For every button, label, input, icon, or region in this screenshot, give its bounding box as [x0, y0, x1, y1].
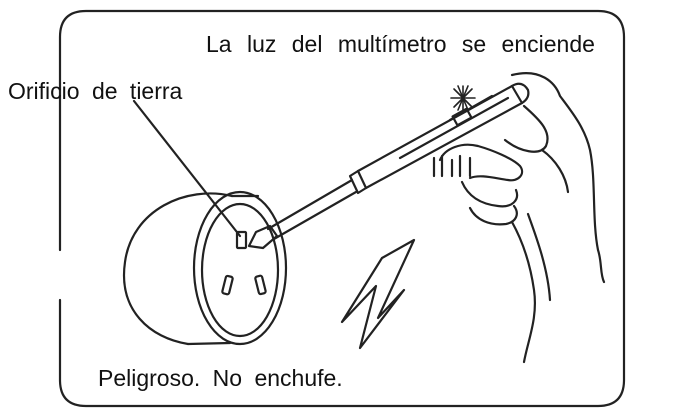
hand-knuckle: [540, 148, 570, 194]
socket-back-rim: [122, 192, 234, 346]
pen-cap: [510, 82, 530, 105]
socket-bottom-edge: [186, 341, 232, 346]
ground-hole-leader: [132, 99, 242, 238]
hand-palm: [510, 220, 536, 364]
pen-shaft-bottom: [272, 190, 358, 241]
light-on-label: La luz del multímetro se enciende: [206, 31, 595, 57]
hand: [432, 72, 606, 364]
pen-collar: [348, 169, 368, 195]
ground-hole: [235, 230, 248, 250]
socket-face-inner: [200, 202, 280, 338]
hand-outline: [510, 72, 606, 284]
warning-label: Peligroso. No enchufe.: [98, 365, 343, 391]
pen-body-line: [398, 96, 510, 160]
hand-thumb: [503, 104, 549, 153]
hand-index-finger: [438, 143, 524, 182]
diagram-frame: [58, 9, 626, 408]
hand-finger-joints: [432, 154, 472, 178]
ground-hole-label: Orificio de tierra: [8, 78, 183, 104]
spark-icon: [450, 85, 476, 111]
hand-wrist-line: [526, 212, 552, 302]
pen-indicator-window: [451, 107, 473, 127]
hand-middle-fingers: [460, 180, 519, 208]
hand-ring-finger: [468, 204, 518, 226]
pen-tip: [247, 224, 279, 250]
socket-face: [192, 190, 288, 346]
test-pen: [247, 82, 530, 250]
pen-clip: [448, 94, 494, 122]
pen-body: [356, 84, 524, 190]
pen-shaft-top: [266, 178, 354, 231]
lightning-bolt-icon: [340, 238, 416, 350]
socket: [122, 190, 288, 346]
pin-hole-left: [221, 274, 234, 296]
pin-hole-right: [254, 274, 267, 296]
